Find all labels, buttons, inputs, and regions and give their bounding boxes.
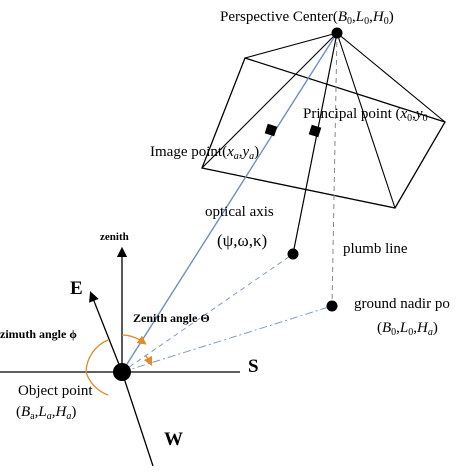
zenith-angle-arc xyxy=(121,334,147,345)
plumb-line-label: plumb line xyxy=(343,241,408,257)
object-point-marker xyxy=(113,363,131,381)
west-label: W xyxy=(164,429,183,450)
azimuth-angle-arc-base xyxy=(85,371,109,396)
optical-axis-line xyxy=(292,32,338,255)
pyramid-edge-3 xyxy=(336,32,396,209)
west-axis xyxy=(121,371,154,467)
zenith-angle-label: Zenith angle Θ xyxy=(133,311,210,325)
zenith-angle-arc-2 xyxy=(143,354,153,367)
optical-axis-angles: (ψ,ω,κ) xyxy=(217,231,267,250)
object-point-label: Object point xyxy=(18,383,93,399)
perspective-center-label: Perspective Center(B0,L0,H0) xyxy=(220,9,394,27)
zenith-label: zenith xyxy=(100,231,129,243)
optical-axis-end-point xyxy=(287,248,299,260)
optical-axis-label: optical axis xyxy=(205,204,274,220)
principal-point-marker xyxy=(308,124,322,138)
ray-to-axis-dashed xyxy=(121,253,294,373)
object-point-coords: (Ba,La,Ha) xyxy=(16,404,76,422)
east-label: E xyxy=(70,278,83,299)
ray-to-nadir-dashed xyxy=(121,305,333,373)
light-ray xyxy=(121,32,338,373)
ground-nadir-label: ground nadir po xyxy=(354,296,450,312)
pyramid-edge-2 xyxy=(336,32,446,123)
image-plane xyxy=(201,57,446,209)
ground-nadir-point xyxy=(326,300,338,312)
image-point-label: Image point(xa,ya) xyxy=(150,144,259,162)
ground-nadir-coords: (B0,L0,Ha) xyxy=(377,320,438,338)
principal-point-label: Principal point (x0,y0 xyxy=(303,106,428,124)
plumb-line xyxy=(331,32,338,307)
perspective-center-point xyxy=(331,27,343,39)
south-label: S xyxy=(248,356,259,377)
azimuth-angle-arc xyxy=(85,339,109,373)
pyramid-edge-4 xyxy=(201,32,338,169)
azimuth-angle-label: zimuth angle ϕ xyxy=(0,327,77,341)
image-point-marker xyxy=(264,123,278,137)
east-axis xyxy=(89,291,123,373)
pyramid-edge-1 xyxy=(244,32,338,59)
